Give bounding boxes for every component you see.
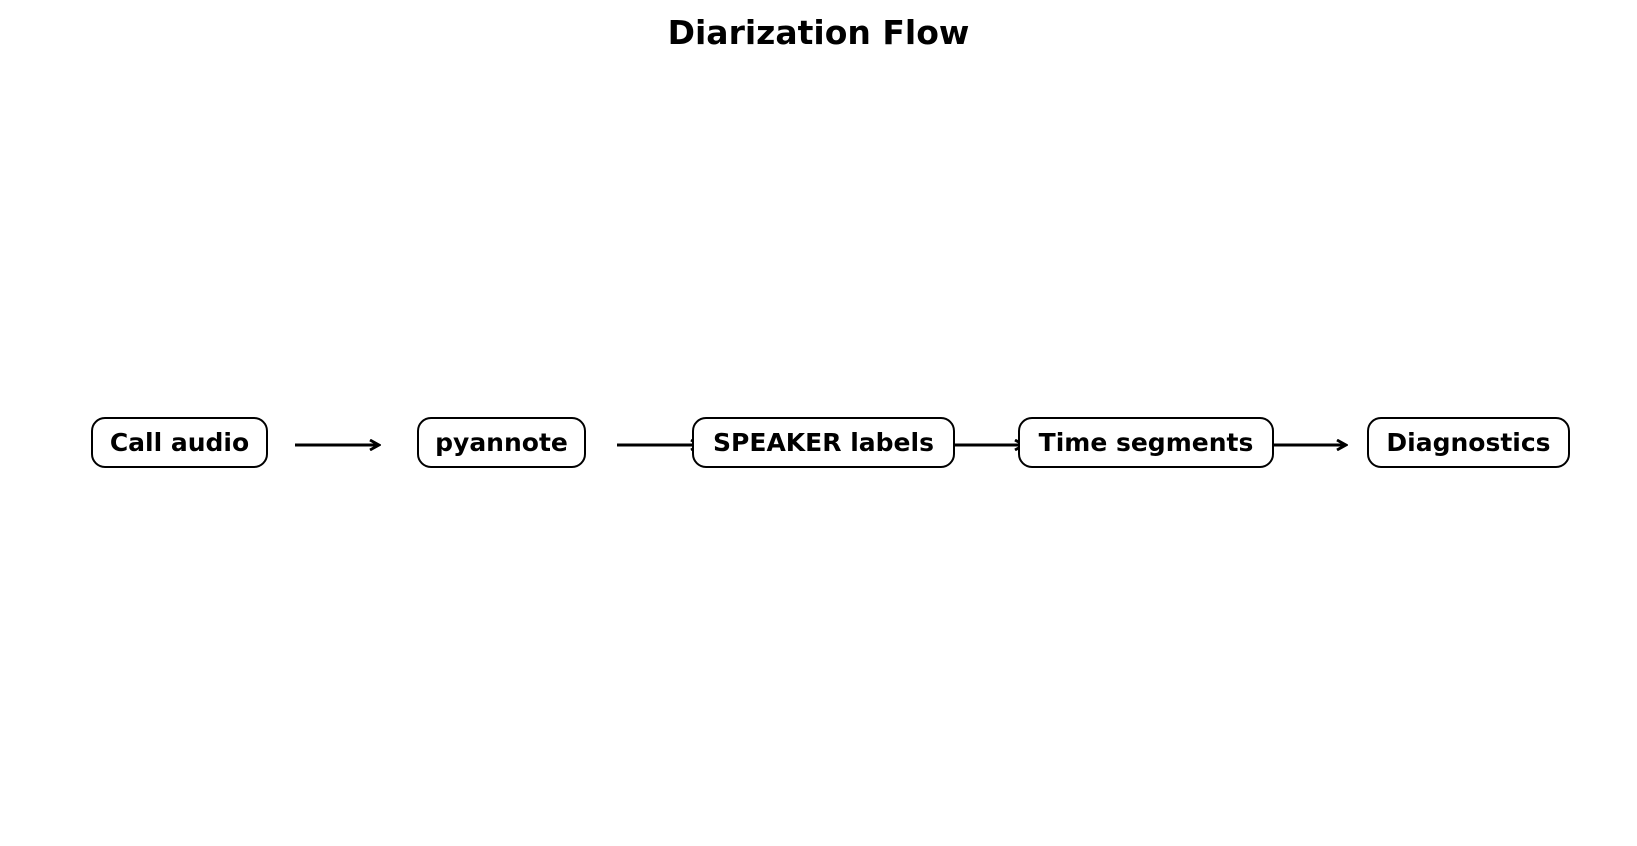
- node-pyannote: pyannote: [417, 417, 586, 468]
- node-speaker-labels: SPEAKER labels: [692, 417, 955, 468]
- node-call-audio: Call audio: [91, 417, 268, 468]
- node-diagnostics: Diagnostics: [1367, 417, 1570, 468]
- node-time-segments: Time segments: [1018, 417, 1274, 468]
- diagram-title: Diarization Flow: [667, 13, 970, 52]
